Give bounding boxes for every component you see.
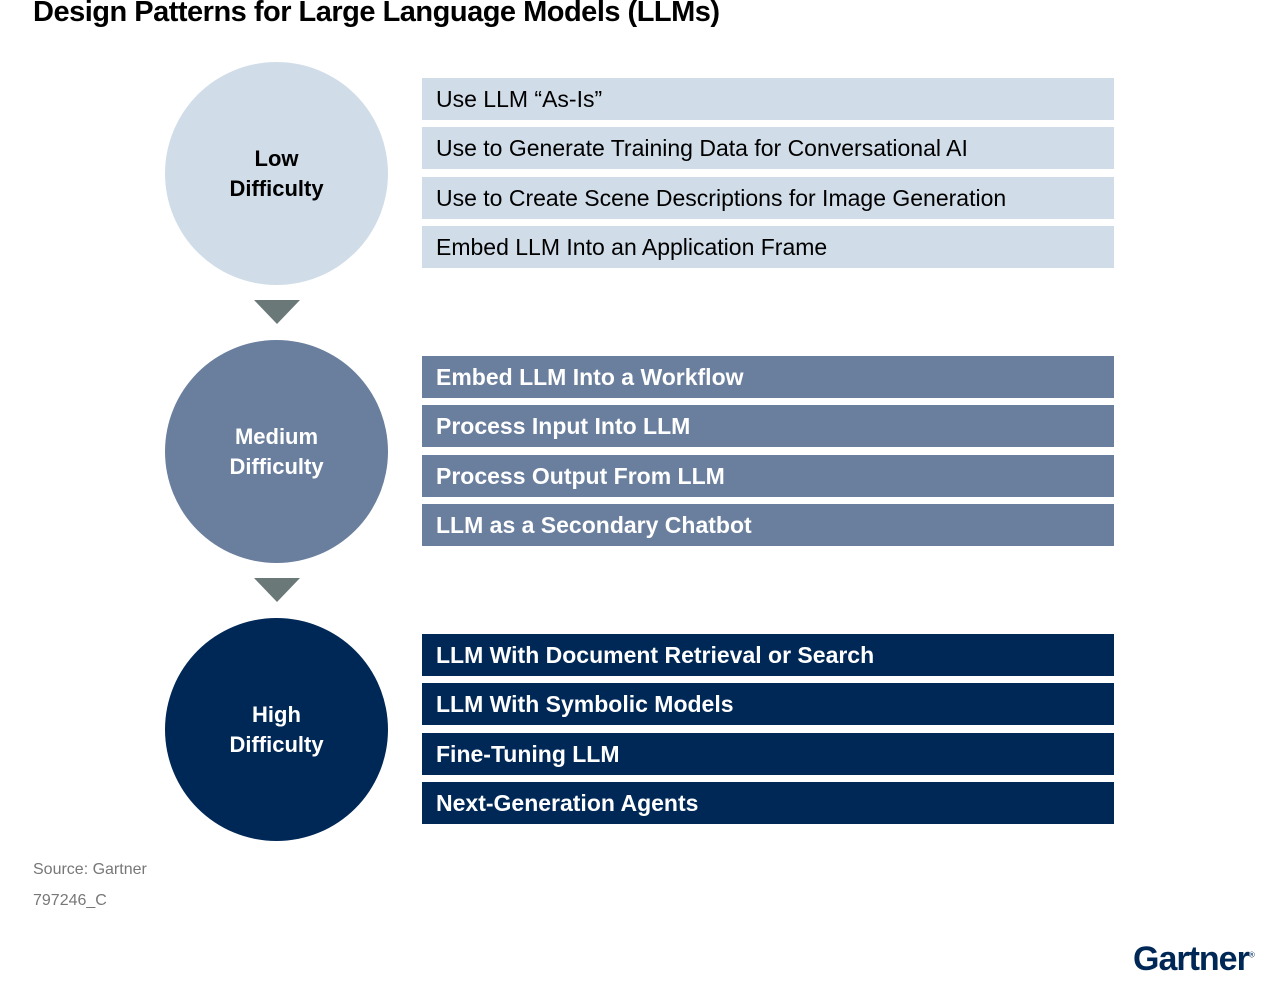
source-note: Source: Gartner: [33, 861, 147, 878]
circle-label: Medium: [234, 423, 319, 449]
pattern-item: Next-Generation Agents: [422, 782, 1114, 824]
pattern-item: Use LLM “As-Is”: [422, 78, 1114, 120]
pattern-item: LLM With Document Retrieval or Search: [422, 634, 1114, 676]
pattern-item: Use to Create Scene Descriptions for Ima…: [422, 177, 1114, 219]
down-arrow-icon: [254, 300, 300, 324]
gartner-logo: Gartner®: [1133, 940, 1255, 978]
circle-label: Difficulty: [229, 453, 324, 479]
circle-label: Difficulty: [229, 175, 324, 201]
pattern-item: LLM as a Secondary Chatbot: [422, 504, 1114, 546]
figure-id: 797246_C: [33, 892, 107, 909]
pattern-item: Use to Generate Training Data for Conver…: [422, 127, 1114, 169]
page-title: Design Patterns for Large Language Model…: [33, 0, 720, 28]
pattern-item: Embed LLM Into an Application Frame: [422, 226, 1114, 268]
pattern-item: Embed LLM Into a Workflow: [422, 356, 1114, 398]
circle-label: Difficulty: [229, 731, 324, 757]
circle-label: Low: [254, 145, 299, 171]
pattern-item: LLM With Symbolic Models: [422, 683, 1114, 725]
circle-label: High: [252, 701, 301, 727]
logo-text: Gartner: [1133, 940, 1250, 978]
down-arrow-icon: [254, 578, 300, 602]
pattern-item: Process Output From LLM: [422, 455, 1114, 497]
pattern-item: Process Input Into LLM: [422, 405, 1114, 447]
pattern-item: Fine-Tuning LLM: [422, 733, 1114, 775]
